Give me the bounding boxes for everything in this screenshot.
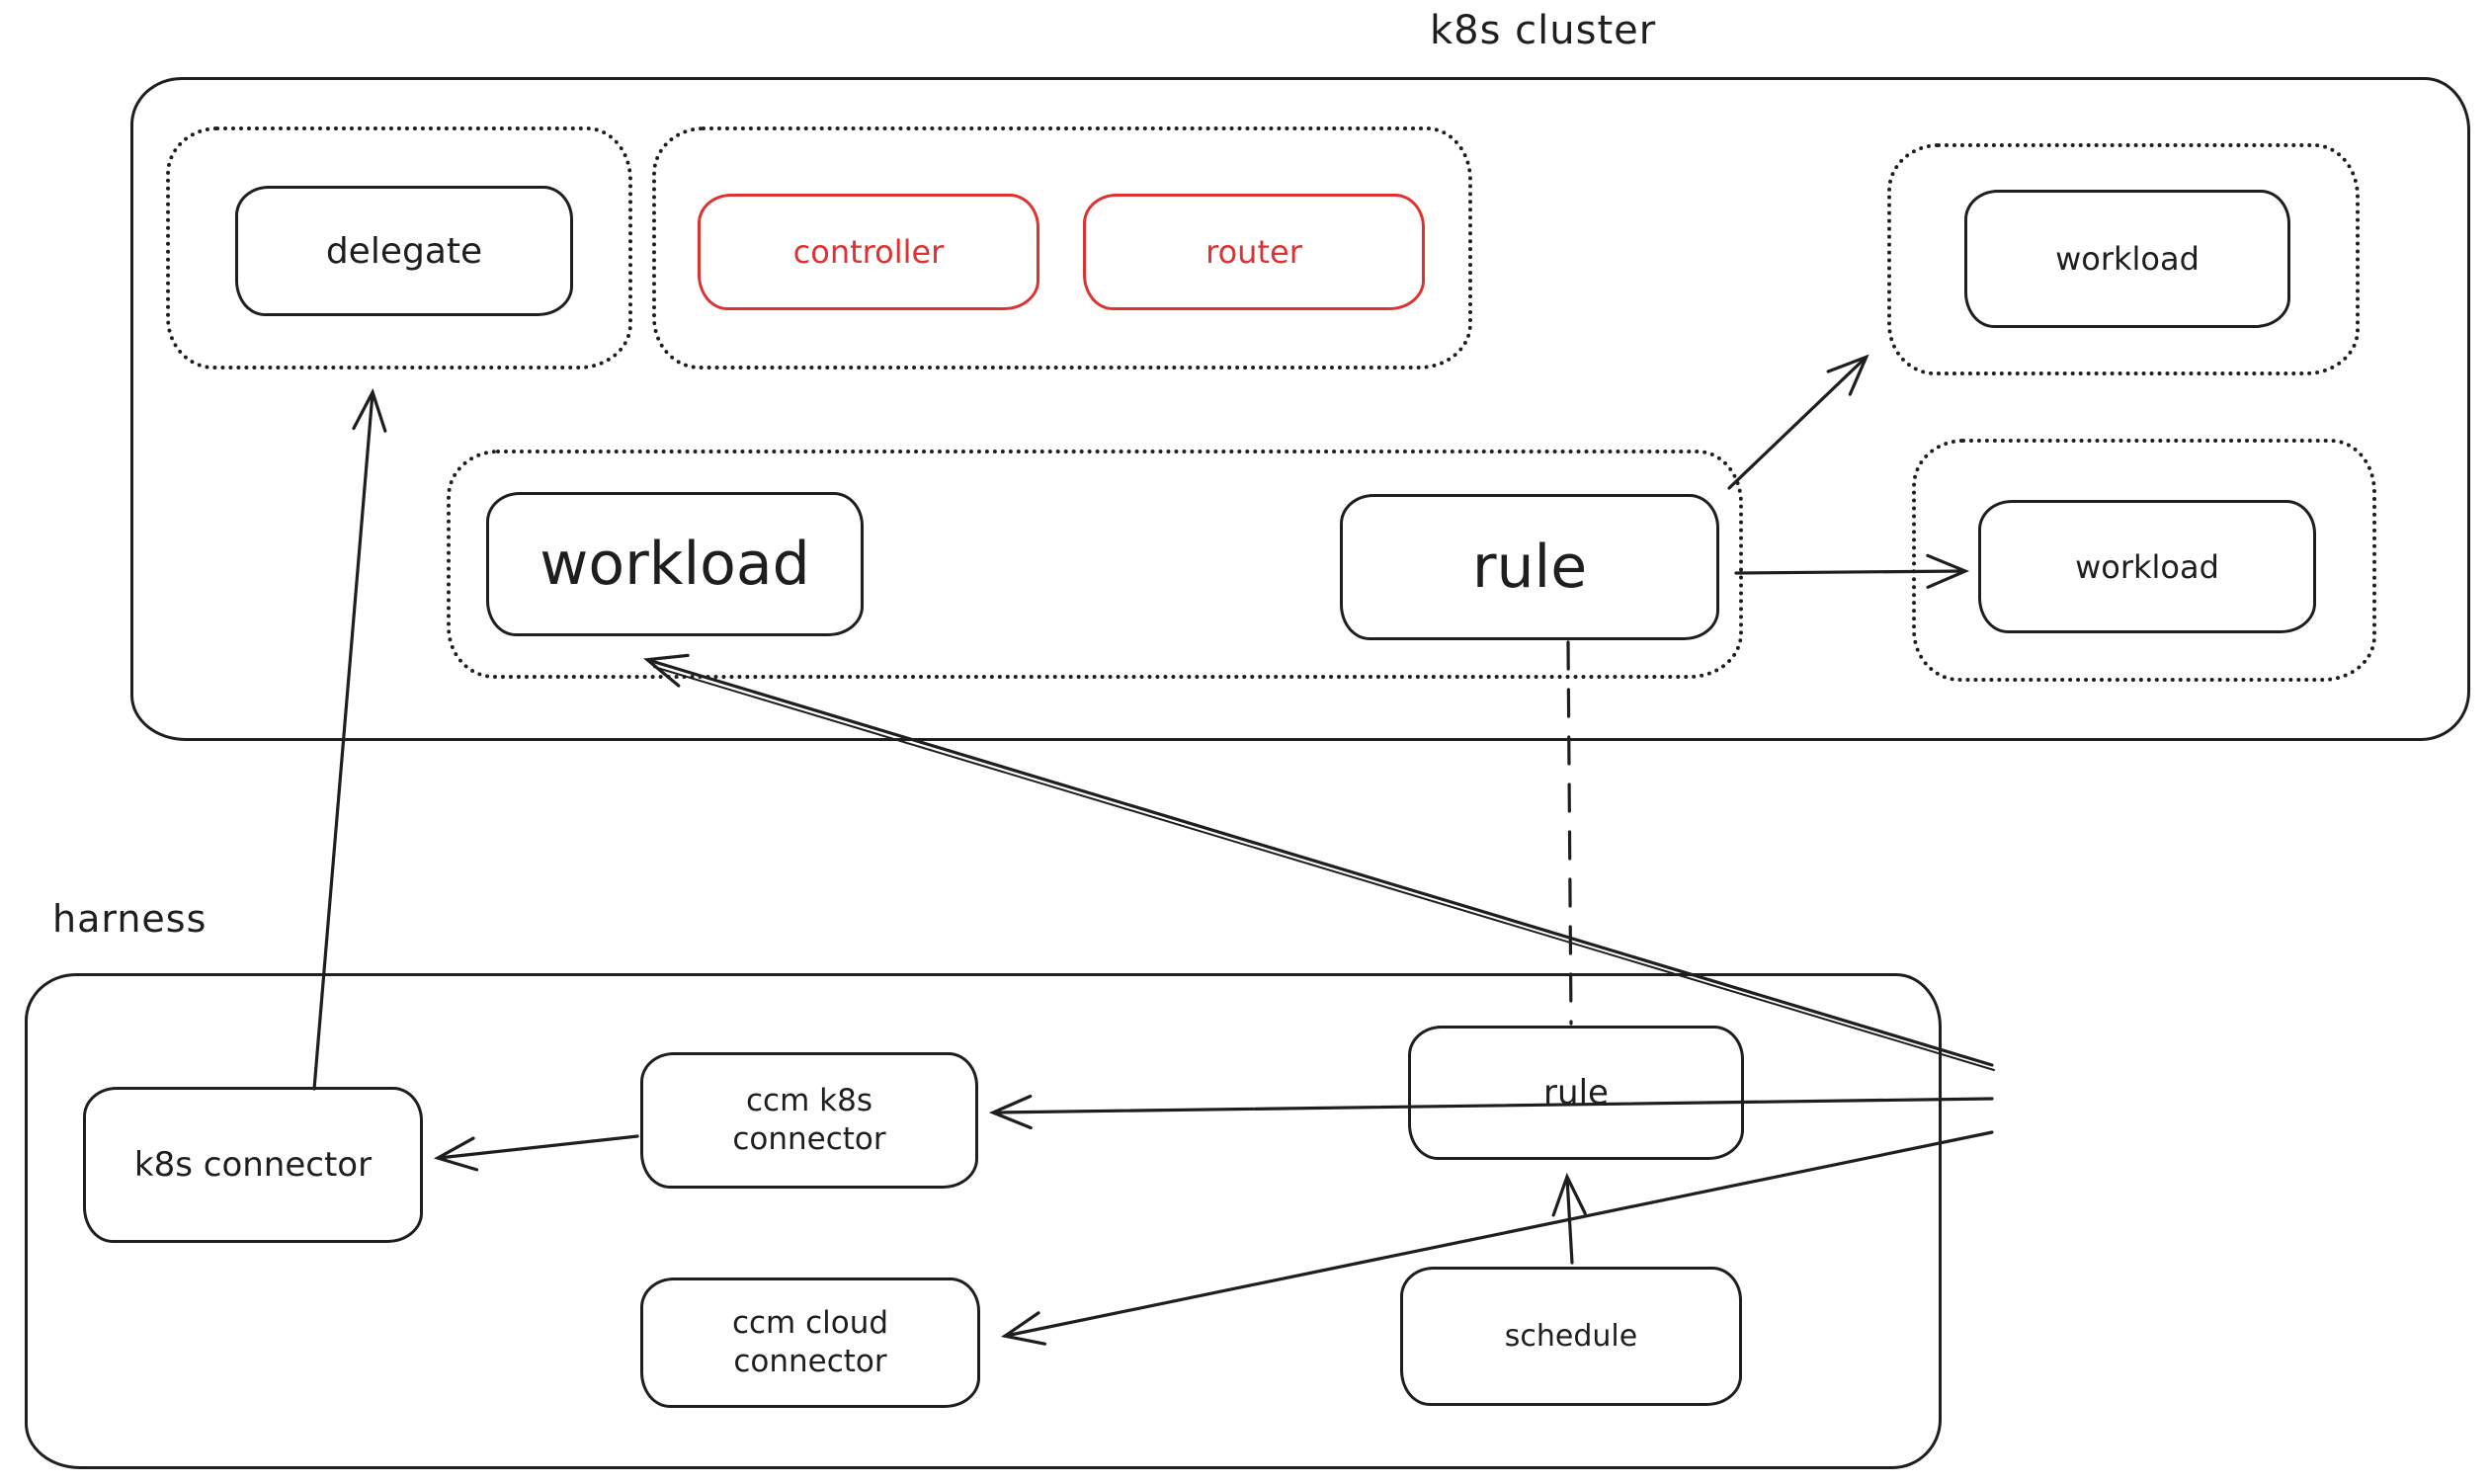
rule-cluster-node[interactable]: rule (1340, 494, 1719, 640)
rule-harness-label: rule (1543, 1072, 1609, 1113)
router-node[interactable]: router (1083, 194, 1425, 310)
rule-harness-node[interactable]: rule (1408, 1026, 1744, 1160)
ccm-cloud-connector-node[interactable]: ccm cloud connector (640, 1278, 980, 1408)
ccm-k8s-connector-node[interactable]: ccm k8s connector (640, 1052, 978, 1189)
delegate-label: delegate (325, 230, 483, 272)
router-label: router (1205, 233, 1302, 271)
workload-top-right-node[interactable]: workload (1964, 190, 2290, 328)
controller-node[interactable]: controller (698, 194, 1039, 310)
workload-main-node[interactable]: workload (486, 492, 864, 636)
controller-router-group[interactable] (652, 126, 1472, 370)
delegate-node[interactable]: delegate (235, 186, 573, 316)
harness-label[interactable]: harness (52, 897, 208, 941)
rule-cluster-label: rule (1471, 532, 1588, 602)
k8s-connector-node[interactable]: k8s connector (83, 1087, 423, 1243)
ccm-cloud-connector-label-line1: ccm cloud (731, 1305, 889, 1342)
k8s-connector-label: k8s connector (133, 1144, 373, 1185)
workload-right-label: workload (2075, 547, 2219, 586)
workload-top-right-group[interactable] (1887, 143, 2360, 375)
ccm-k8s-connector-label-line1: ccm k8s (746, 1083, 872, 1119)
delegate-group[interactable] (166, 126, 632, 370)
workload-main-label: workload (540, 529, 810, 599)
ccm-k8s-connector-label-line2: connector (732, 1121, 886, 1157)
workload-right-group[interactable] (1912, 439, 2376, 682)
controller-label: controller (792, 233, 945, 271)
k8s-cluster-label[interactable]: k8s cluster (1430, 8, 1657, 53)
schedule-node[interactable]: schedule (1400, 1267, 1742, 1406)
schedule-label: schedule (1504, 1318, 1638, 1354)
workload-right-node[interactable]: workload (1978, 500, 2316, 633)
ccm-cloud-connector-label-line2: connector (733, 1344, 887, 1379)
workload-top-right-label: workload (2055, 240, 2200, 278)
